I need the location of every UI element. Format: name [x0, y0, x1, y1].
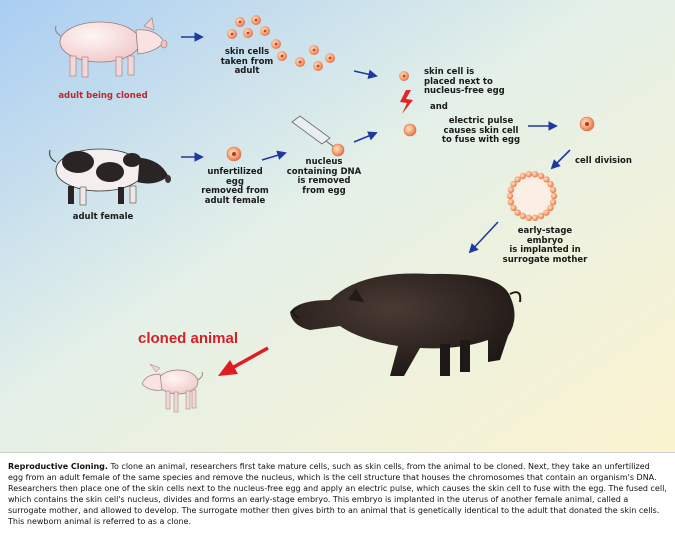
piglet-icon — [141, 363, 203, 413]
egg-cell-icon — [226, 146, 242, 162]
arrow-to-embryo — [550, 149, 571, 170]
fusing-egg-icon — [403, 123, 417, 137]
embryo-cell — [547, 180, 554, 188]
embryo-cell — [547, 204, 554, 212]
pipette-icon — [291, 115, 335, 148]
embryo-cell — [537, 172, 545, 180]
arrow-to-placed-cell — [353, 69, 378, 79]
label-unfertilized-egg: unfertilized egg removed from adult fema… — [201, 167, 269, 206]
label-adult-being-cloned: adult being cloned — [58, 91, 148, 101]
embryo-cell — [507, 186, 515, 193]
embryo-cell — [519, 212, 527, 220]
label-cloned-animal: cloned animal — [138, 330, 239, 347]
embryo-icon — [506, 171, 558, 221]
caption-title: Reproductive Cloning. — [8, 462, 108, 471]
surrogate-pig-icon — [290, 273, 522, 376]
embryo-cell — [531, 214, 539, 221]
pig-spotted-icon — [49, 148, 171, 206]
embryo-cell — [514, 209, 521, 216]
caption-text: To clone an animal, researchers first ta… — [8, 462, 667, 526]
skin-cells-icon — [227, 15, 335, 71]
red-arrow-to-clone — [218, 346, 269, 376]
label-early-stage-embryo: early-stage embryo is implanted in surro… — [502, 226, 588, 265]
embryo-cell — [543, 176, 550, 183]
caption: Reproductive Cloning. To clone an animal… — [0, 452, 675, 558]
arrow-to-pipette — [261, 150, 287, 161]
label-skin-cell-placed: skin cell is placed next to nucleus-free… — [424, 67, 505, 96]
background — [0, 0, 675, 452]
nucleus-removed-cell-icon — [331, 143, 345, 157]
embryo-cell — [549, 186, 557, 193]
lightning-icon — [400, 90, 413, 114]
embryo-cell — [531, 171, 539, 178]
label-cell-division: cell division — [575, 156, 632, 166]
fused-cell-icon — [579, 116, 595, 132]
embryo-cell — [549, 199, 557, 206]
embryo-cell — [519, 172, 527, 180]
embryo-cell — [510, 204, 517, 212]
label-and: and — [430, 102, 448, 112]
embryo-cell — [514, 176, 521, 183]
label-skin-cells: skin cells taken from adult — [220, 47, 274, 76]
embryo-cell — [525, 214, 533, 221]
diagram-artwork — [0, 0, 675, 452]
label-nucleus-removed: nucleus containing DNA is removed from e… — [286, 157, 362, 196]
embryo-cell — [506, 192, 514, 200]
embryo-cell — [507, 199, 515, 206]
label-electric-pulse: electric pulse causes skin cell to fuse … — [441, 116, 521, 145]
embryo-cell — [525, 171, 533, 178]
embryo-cell — [550, 192, 558, 200]
embryo-cell — [510, 180, 517, 188]
embryo-cell — [537, 212, 545, 220]
label-adult-female: adult female — [72, 212, 134, 222]
pig-white-icon — [55, 17, 168, 78]
arrow-to-fusing-egg — [353, 131, 378, 143]
skin-cell-placed-icon — [399, 71, 409, 81]
embryo-cell — [543, 209, 550, 216]
arrow-to-surrogate — [468, 221, 499, 254]
